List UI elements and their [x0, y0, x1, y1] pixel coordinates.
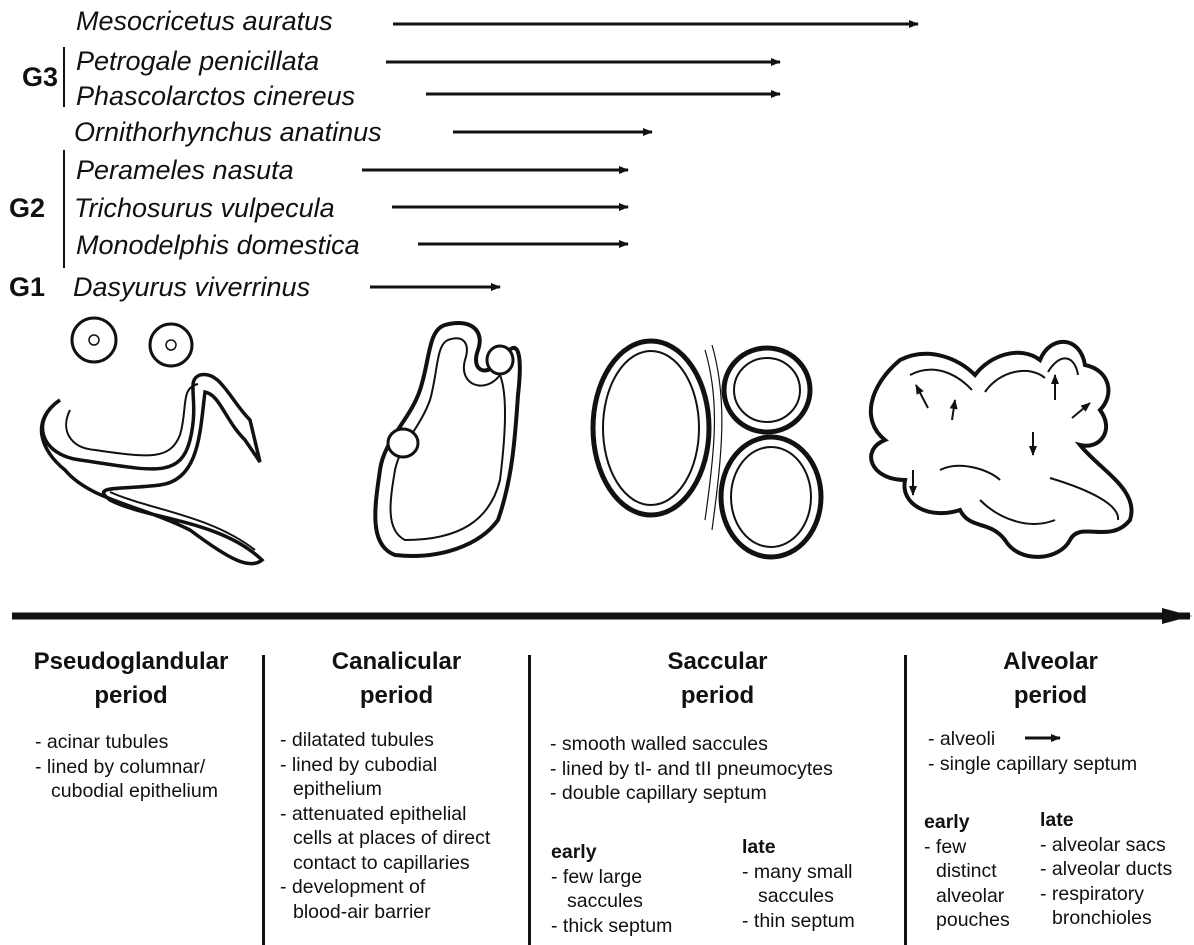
alveolar-early: early - few distinct alveolar pouches	[924, 810, 1010, 933]
saccular-sketch	[593, 341, 821, 557]
period-title-pseudoglandular: Pseudoglandular period	[0, 645, 262, 713]
period-title-canalicular: Canalicular period	[265, 645, 528, 713]
pseudoglandular-sketch	[41, 318, 262, 564]
saccular-description: - smooth walled saccules - lined by tI- …	[550, 732, 833, 806]
saccular-early: early - few large saccules - thick septu…	[551, 840, 672, 938]
saccular-late: late - many small saccules - thin septum	[742, 835, 855, 933]
period-title-alveolar: Alveolar period	[907, 645, 1194, 713]
pseudoglandular-description: - acinar tubules - lined by columnar/ cu…	[35, 730, 218, 804]
period-title-saccular: Saccular period	[531, 645, 904, 713]
alveolar-description: - alveoli - single capillary septum	[928, 727, 1137, 776]
canalicular-sketch	[375, 323, 519, 556]
alveolar-sketch	[871, 342, 1132, 557]
alveolar-late: late - alveolar sacs - alveolar ducts - …	[1040, 808, 1172, 931]
canalicular-description: - dilatated tubules - lined by cubodial …	[280, 728, 490, 924]
